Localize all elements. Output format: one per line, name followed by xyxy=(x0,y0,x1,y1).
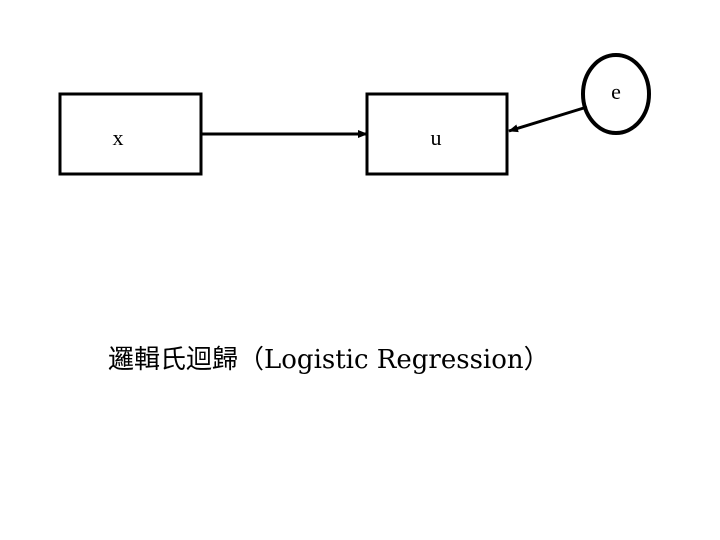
node-e-circle xyxy=(581,53,651,135)
node-u-label: u xyxy=(431,125,442,150)
node-x-box xyxy=(58,92,203,176)
node-u: u xyxy=(365,92,509,176)
edge-e-to-u xyxy=(508,105,588,133)
diagram-caption: 邏輯氏迴歸（Logistic Regression） xyxy=(108,345,550,375)
node-e: e xyxy=(581,53,651,135)
node-x-label: x xyxy=(113,125,124,150)
node-x: x xyxy=(58,92,203,176)
node-e-label: e xyxy=(611,79,621,104)
